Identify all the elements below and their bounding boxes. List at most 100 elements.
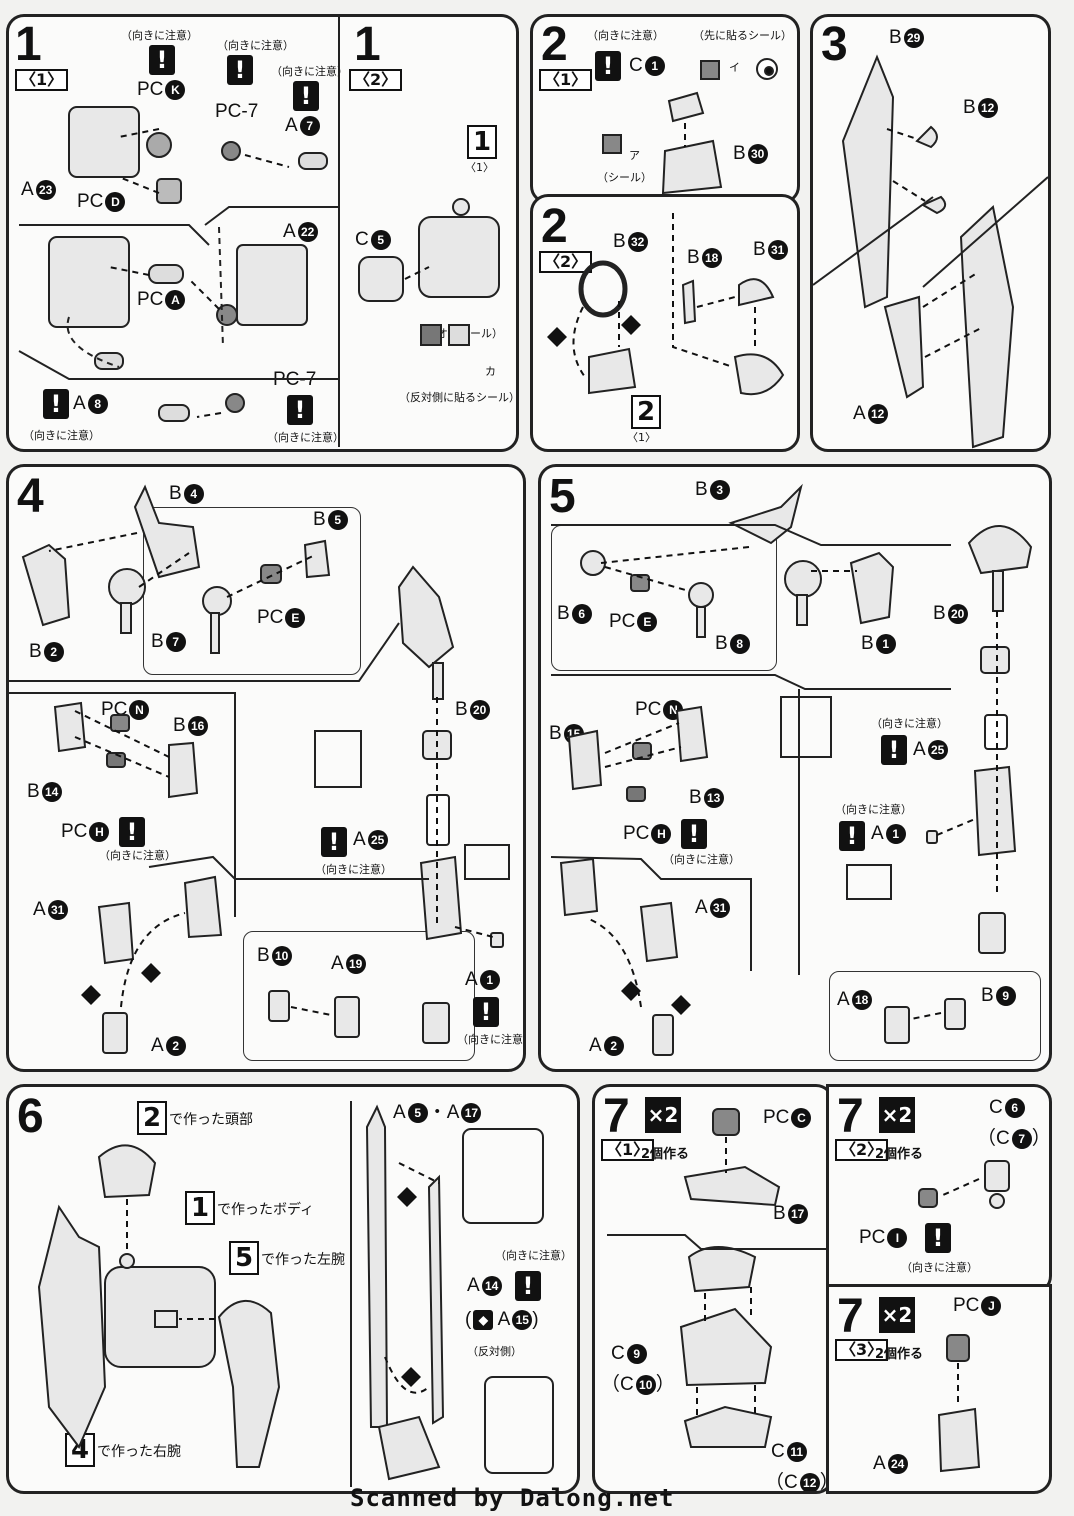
step-7-3-art <box>937 1334 981 1473</box>
caution-text: （向きに注意） <box>457 1033 523 1046</box>
part-label: PC-7 <box>215 101 259 122</box>
caution-text: （向きに注意） <box>23 429 100 442</box>
scan-credit: Scanned by Dalong.net <box>350 1484 675 1512</box>
caution-text: （向きに注意） <box>217 39 294 52</box>
caution-text: （向きに注意） <box>271 65 348 78</box>
make-two-note: 2個作る <box>875 1347 924 1362</box>
caution-text: （向きに注意） <box>587 29 664 42</box>
substep-label: 〈2〉 <box>539 251 593 273</box>
substep-label: 〈1〉 <box>15 69 69 91</box>
reference-step-box: 2 <box>631 395 661 429</box>
step-number: 3 <box>821 18 848 71</box>
step-number: 7 <box>837 1290 864 1343</box>
step-7-2-art <box>918 1160 1010 1209</box>
seal-note: （先に貼るシール） <box>693 29 792 42</box>
sub-assembly-box <box>829 971 1041 1061</box>
warning-icon: ! <box>515 1271 541 1301</box>
warning-icon: ! <box>149 45 175 75</box>
warning-icon: ! <box>925 1223 951 1253</box>
step-number: 6 <box>17 1090 44 1143</box>
seal-label: （シール） <box>597 171 652 184</box>
caution-text: （向きに注意） <box>835 803 912 816</box>
caution-text: （向きに注意） <box>121 29 198 42</box>
warning-icon: ! <box>839 821 865 851</box>
step-3-shield-art <box>813 54 1048 449</box>
times-two-badge: ×2 <box>879 1297 915 1333</box>
substep-label: 〈2〉 <box>349 69 403 91</box>
caution-text: （向きに注意） <box>267 431 344 444</box>
step-number: 4 <box>17 470 44 523</box>
make-two-note: 2個作る <box>875 1147 924 1162</box>
times-two-badge: ×2 <box>645 1097 681 1133</box>
seal-label: イ <box>729 61 740 74</box>
substep-label: 〈2〉 <box>835 1139 889 1161</box>
warning-icon: ! <box>881 735 907 765</box>
step-6-panel: 6 2 で作った頭部 1 で作ったボディ 5 で作った左腕 4 で作った右腕 A… <box>6 1084 580 1494</box>
make-two-note: 2個作る <box>641 1147 690 1162</box>
reference-step-box: 2 <box>137 1101 167 1135</box>
reference-step-box: 1 <box>467 125 497 159</box>
step-4-arm-assembly-art <box>9 484 510 1054</box>
step-1-assembly-art <box>18 17 340 447</box>
seal-label: ア <box>629 149 640 162</box>
reference-step-box: 1 <box>185 1191 215 1225</box>
reference-step-box: 5 <box>229 1241 259 1275</box>
warning-icon: ! <box>287 395 313 425</box>
step-6-final-assembly-art <box>37 1101 554 1487</box>
warning-icon: ! <box>119 817 145 847</box>
seal-label: カ <box>485 365 496 378</box>
warning-icon: ! <box>227 55 253 85</box>
caution-text: （向きに注意） <box>901 1261 978 1274</box>
part-label: （C12） <box>765 1467 831 1491</box>
caution-text: （向きに注意） <box>871 717 948 730</box>
step-2-2-art <box>547 213 785 396</box>
caution-text: （向きに注意） <box>99 849 176 862</box>
step-7-1-panel: 7 ×2 〈1〉 2個作る PCC B17 C9 （C10） C11 （C12） <box>592 1084 834 1494</box>
warning-icon: ! <box>43 389 69 419</box>
step-note: で作った右腕 <box>97 1444 181 1460</box>
